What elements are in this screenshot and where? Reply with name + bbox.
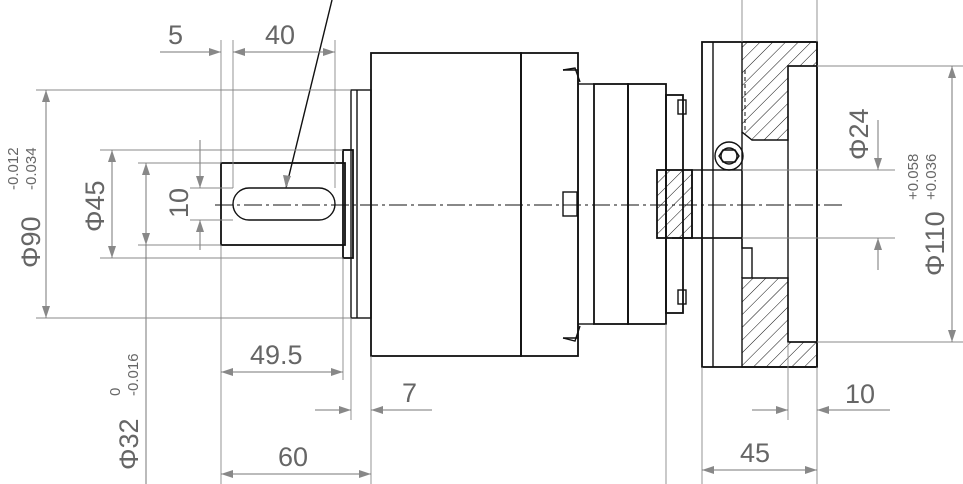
- dim-output-shaft-diameter: Φ32: [114, 418, 144, 470]
- tol-output-upper: 0: [107, 388, 124, 396]
- dim-pilot-diameter: Φ90: [16, 216, 46, 268]
- dim-adapter-offset: 10: [845, 379, 875, 409]
- dim-key-width: 10: [164, 188, 194, 218]
- dim-shaft-length: 60: [278, 442, 308, 472]
- dim-input-flange-diameter: Φ110: [920, 211, 950, 276]
- tol-pilot-lower: -0.034: [23, 147, 40, 190]
- dim-shaft-diameter: Φ45: [80, 180, 110, 232]
- tol-output-lower: -0.016: [125, 353, 142, 396]
- tol-input-upper: +0.058: [905, 154, 922, 200]
- dim-keyway-offset: 5: [168, 20, 183, 50]
- keyway-slot: [232, 187, 336, 221]
- dim-bore-diameter: Φ24: [844, 108, 874, 160]
- output-shaft: [220, 162, 346, 246]
- dim-flange-thickness: 7: [402, 378, 417, 408]
- input-adapter-section: [656, 41, 818, 368]
- output-flange-pilot: [342, 89, 372, 319]
- tol-input-lower: +0.036: [923, 154, 940, 200]
- clamp-screw: [714, 141, 744, 171]
- tol-pilot-upper: -0.012: [5, 147, 22, 190]
- dim-keyway-length: 40: [265, 20, 295, 50]
- dim-adapter-depth: 45: [740, 438, 770, 468]
- dim-shoulder-to-face: 49.5: [250, 340, 303, 370]
